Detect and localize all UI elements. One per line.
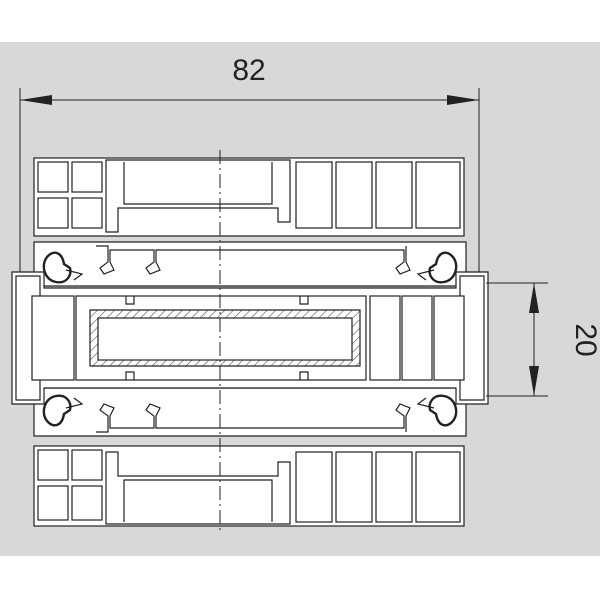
width-dimension bbox=[19, 88, 480, 272]
height-dimension-label: 20 bbox=[569, 323, 600, 356]
lower-sash-profile bbox=[33, 445, 465, 527]
upper-sash-profile bbox=[33, 157, 465, 237]
height-dimension bbox=[486, 282, 548, 397]
upper-seal-strip bbox=[33, 241, 467, 287]
lower-seal-strip bbox=[33, 387, 467, 437]
width-dimension-label: 82 bbox=[232, 54, 265, 87]
mullion-profile bbox=[11, 271, 489, 405]
